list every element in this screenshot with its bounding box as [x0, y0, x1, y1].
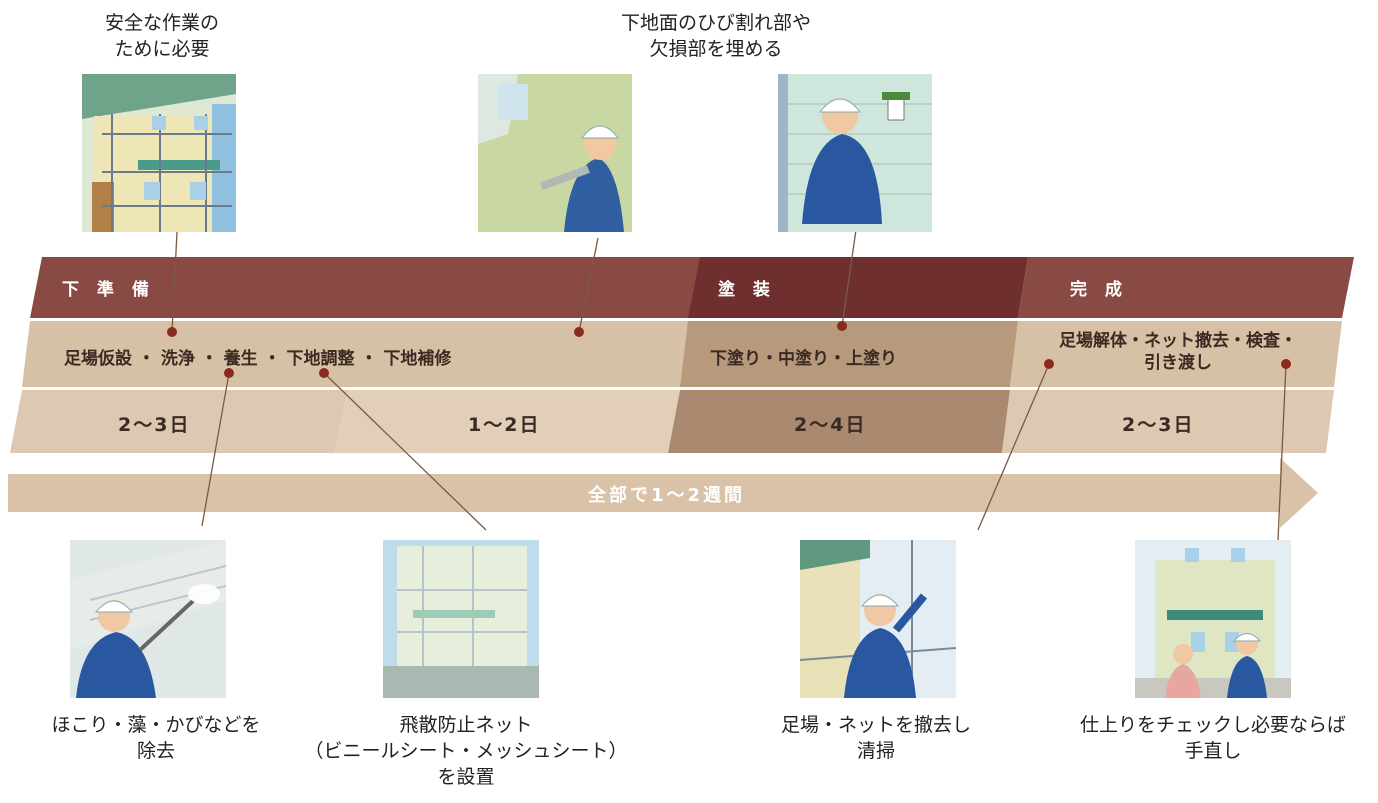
phase-header-painting: 塗 装 [718, 280, 776, 300]
final-inspection-illustration [1135, 540, 1291, 698]
caption-net-line3: を設置 [437, 766, 495, 788]
header-band-completion [1018, 257, 1354, 318]
duration-painting: 2〜4日 [794, 414, 867, 436]
duration-completion: 2〜3日 [1122, 414, 1195, 436]
leader-lines [171, 229, 1287, 541]
phase-header-prep: 下 準 備 [62, 280, 155, 300]
caption-net-line1: 飛散防止ネット [399, 714, 533, 736]
safety-net-illustration [383, 540, 539, 698]
header-band-prep [30, 257, 700, 318]
task-band-prep [22, 321, 688, 387]
caption-remove-line2: 清掃 [856, 740, 895, 762]
total-duration-label: 全部で1〜2週間 [588, 485, 746, 506]
caption-inspect-line2: 手直し [1184, 740, 1242, 762]
scaffold-house-illustration [82, 74, 236, 232]
task-completion: 足場解体・ネット撤去・検査・ 引き渡し [1028, 330, 1328, 374]
caption-wash-line1: ほこり・藻・かびなどを [51, 714, 261, 736]
duration-prep-b: 1〜2日 [468, 414, 541, 436]
caption-repair-line2: 欠損部を埋める [649, 38, 783, 60]
phase-header-completion: 完 成 [1070, 280, 1128, 300]
total-arrow [8, 458, 1318, 528]
caption-inspect-line1: 仕上りをチェックし必要ならば [1079, 714, 1346, 736]
task-band-painting [680, 321, 1018, 387]
task-band-completion [1010, 321, 1342, 387]
task-completion-line1: 足場解体・ネット撤去・検査・ [1059, 331, 1297, 351]
caption-scaffold-line1: 安全な作業の [104, 12, 219, 34]
header-band-painting [688, 257, 1028, 318]
caption-inspect: 仕上りをチェックし必要ならば 手直し [1058, 712, 1368, 764]
caption-net-line2: （ビニールシート・メッシュシート） [304, 740, 628, 762]
task-painting: 下塗り・中塗り・上塗り [710, 349, 897, 369]
crack-repair-worker-illustration [478, 74, 632, 232]
duration-band-completion [1002, 390, 1334, 453]
duration-band-painting [668, 390, 1010, 453]
duration-band-prep-b [334, 390, 680, 453]
leader-dots [167, 321, 1291, 378]
painting-worker-illustration [778, 74, 932, 232]
duration-band-prep-a [10, 390, 348, 453]
duration-prep-a: 2〜3日 [118, 414, 191, 436]
caption-scaffold-line2: ために必要 [114, 38, 210, 60]
caption-wash: ほこり・藻・かびなどを 除去 [36, 712, 276, 764]
caption-scaffold: 安全な作業の ために必要 [62, 10, 262, 62]
caption-net: 飛散防止ネット （ビニールシート・メッシュシート） を設置 [286, 712, 646, 790]
pressure-wash-worker-illustration [70, 540, 226, 698]
task-prep: 足場仮設 ・ 洗浄 ・ 養生 ・ 下地調整 ・ 下地補修 [64, 349, 452, 369]
caption-repair-line1: 下地面のひび割れ部や [620, 12, 811, 34]
caption-repair: 下地面のひび割れ部や 欠損部を埋める [586, 10, 846, 62]
caption-remove: 足場・ネットを撤去し 清掃 [756, 712, 996, 764]
task-completion-line2: 引き渡し [1144, 353, 1212, 373]
caption-remove-line1: 足場・ネットを撤去し [780, 714, 971, 736]
scaffold-removal-worker-illustration [800, 540, 956, 698]
caption-wash-line2: 除去 [136, 740, 175, 762]
